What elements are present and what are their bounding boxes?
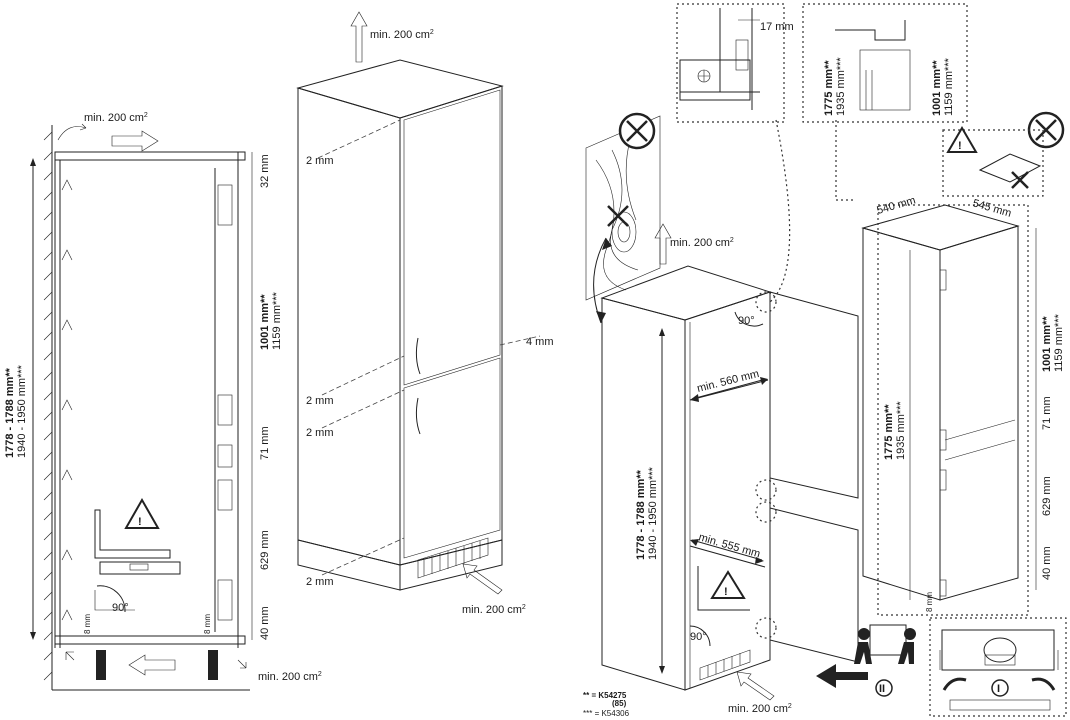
svg-text:!: ! — [138, 516, 142, 528]
gap-2mm-4: 2 mm — [306, 576, 334, 588]
bracket-warning: ! — [942, 111, 1065, 197]
gap-17mm: 17 mm — [760, 21, 794, 33]
app-40mm: 40 mm — [1041, 546, 1053, 580]
dim-629mm: 629 mm — [259, 530, 271, 570]
detail-box-hinge: 17 mm — [676, 3, 794, 123]
app-1001-primary: 1001 mm** — [1041, 316, 1053, 372]
vent-label-door-top: min. 200 cm2 — [670, 237, 734, 249]
warning-triangle-icon — [124, 497, 160, 529]
carry-instruction: II — [816, 624, 916, 697]
angle-label-left: 90° — [112, 602, 129, 614]
top-box-1001-primary: 1001 mm** — [931, 60, 943, 116]
dim-8mm-right: 8 mm — [203, 614, 212, 634]
min-555-label: min. 555 mm — [697, 531, 761, 560]
depth-545: 545 mm — [971, 197, 1013, 219]
vent-label-top-left: min. 200 cm2 — [84, 112, 148, 124]
dim-8mm-left: 8 mm — [83, 614, 92, 634]
footnotes: ** = K54275 (85) *** = K54306 — [583, 691, 630, 718]
angle-label-door-bottom: 90° — [690, 631, 707, 643]
app-71mm: 71 mm — [1041, 396, 1053, 430]
compressor-detail: I — [929, 617, 1067, 717]
niche-height-primary: 1778 - 1788 mm** — [4, 367, 16, 458]
footnote-1-extra: (85) — [612, 699, 627, 708]
dim-32mm: 32 mm — [259, 154, 271, 188]
niche-height-door-primary: 1778 - 1788 mm** — [635, 469, 647, 560]
app-8mm: 8 mm — [925, 592, 934, 612]
door-install-view: min. 200 cm2 90° 90° min. 560 mm min. 55… — [585, 112, 859, 715]
top-box-1775-secondary: 1935 mm*** — [835, 57, 847, 116]
footnote-2: *** = K54306 — [583, 709, 630, 718]
vent-label-top-center: min. 200 cm2 — [370, 29, 434, 41]
top-box-1001-secondary: 1159 mm*** — [943, 57, 955, 116]
vent-label-bottom-left: min. 200 cm2 — [258, 671, 322, 683]
cabinet-isometric: min. 200 cm2 2 mm 2 mm 2 mm 2 mm 4 mm mi… — [296, 11, 554, 616]
vent-label-bottom-center: min. 200 cm2 — [462, 604, 526, 616]
appliance-isometric: 540 mm 545 mm 1775 mm** 1935 mm*** 1001 … — [861, 194, 1065, 616]
footnote-1: ** = K54275 — [583, 691, 627, 700]
width-540: 540 mm — [876, 194, 918, 216]
app-1775-secondary: 1935 mm*** — [895, 401, 907, 460]
svg-text:!: ! — [724, 586, 728, 598]
gap-2mm-3: 2 mm — [306, 427, 334, 439]
niche-height-door-secondary: 1940 - 1950 mm*** — [647, 466, 659, 560]
dim-40mm: 40 mm — [259, 606, 271, 640]
warning-triangle-icon-niche — [710, 570, 746, 599]
gap-2mm-1: 2 mm — [306, 155, 334, 167]
step-label-ii: II — [879, 683, 885, 695]
app-1001-secondary: 1159 mm*** — [1053, 313, 1065, 372]
dim-1001-secondary: 1159 mm*** — [271, 291, 283, 350]
dim-1001-primary: 1001 mm** — [259, 294, 271, 350]
top-box-1775-primary: 1775 mm** — [823, 60, 835, 116]
min-560-label: min. 560 mm — [696, 368, 761, 395]
niche-section: min. 200 cm2 min. 200 cm2 ! 90° 1778 - 1… — [4, 112, 322, 691]
vent-label-door-bottom: min. 200 cm2 — [728, 703, 792, 715]
app-629mm: 629 mm — [1041, 476, 1053, 516]
dim-71mm: 71 mm — [259, 426, 271, 460]
arrow-icon — [816, 664, 868, 688]
gap-2mm-2: 2 mm — [306, 395, 334, 407]
app-1775-primary: 1775 mm** — [883, 404, 895, 460]
angle-label-door-top: 90° — [738, 315, 755, 327]
svg-text:!: ! — [958, 140, 962, 152]
step-label-i: I — [997, 683, 1000, 695]
detail-box-top: 1775 mm** 1935 mm*** 1001 mm** 1159 mm**… — [802, 3, 968, 123]
gap-4mm: 4 mm — [526, 336, 554, 348]
niche-height-secondary: 1940 - 1950 mm*** — [16, 364, 28, 458]
warning-triangle-icon-bracket — [946, 126, 978, 153]
